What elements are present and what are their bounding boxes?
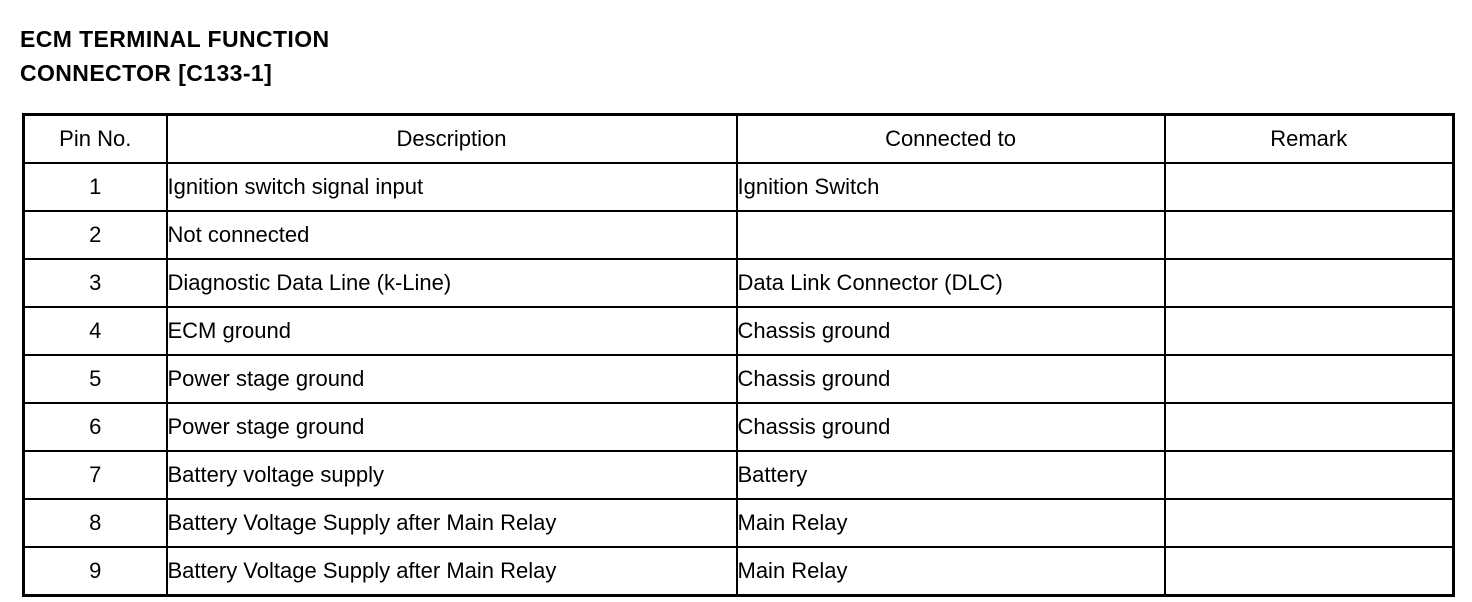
cell-remark: [1163, 402, 1455, 452]
table-header: Pin No. Description Connected to Remark: [22, 113, 1455, 164]
table-row: 3 Diagnostic Data Line (k-Line) Data Lin…: [22, 258, 1455, 308]
cell-remark: [1163, 498, 1455, 548]
cell-remark: [1163, 210, 1455, 260]
cell-description: Battery voltage supply: [165, 450, 738, 500]
cell-pin-no: 4: [22, 306, 168, 356]
cell-description: Diagnostic Data Line (k-Line): [165, 258, 738, 308]
page-title-line-2: CONNECTOR [C133-1]: [20, 60, 273, 86]
cell-connected-to: [735, 210, 1166, 260]
ecm-terminal-table-container: Pin No. Description Connected to Remark …: [22, 113, 1455, 597]
cell-connected-to: Battery: [735, 450, 1166, 500]
page-title: ECM TERMINAL FUNCTION CONNECTOR [C133-1]: [20, 22, 720, 90]
table-row: 4 ECM ground Chassis ground: [22, 306, 1455, 356]
cell-description: Power stage ground: [165, 354, 738, 404]
column-header-description: Description: [165, 113, 738, 164]
table-row: 6 Power stage ground Chassis ground: [22, 402, 1455, 452]
table-row: 8 Battery Voltage Supply after Main Rela…: [22, 498, 1455, 548]
cell-connected-to: Main Relay: [735, 546, 1166, 597]
table-row: 9 Battery Voltage Supply after Main Rela…: [22, 546, 1455, 597]
cell-pin-no: 1: [22, 162, 168, 212]
table-row: 1 Ignition switch signal input Ignition …: [22, 162, 1455, 212]
table-body: 1 Ignition switch signal input Ignition …: [22, 162, 1455, 597]
cell-connected-to: Ignition Switch: [735, 162, 1166, 212]
cell-description: Battery Voltage Supply after Main Relay: [165, 498, 738, 548]
cell-remark: [1163, 258, 1455, 308]
cell-remark: [1163, 162, 1455, 212]
cell-pin-no: 3: [22, 258, 168, 308]
cell-connected-to: Data Link Connector (DLC): [735, 258, 1166, 308]
cell-remark: [1163, 306, 1455, 356]
column-header-remark: Remark: [1163, 113, 1455, 164]
cell-description: ECM ground: [165, 306, 738, 356]
cell-pin-no: 8: [22, 498, 168, 548]
table-row: 2 Not connected: [22, 210, 1455, 260]
table-row: 7 Battery voltage supply Battery: [22, 450, 1455, 500]
table-header-row: Pin No. Description Connected to Remark: [22, 113, 1455, 164]
ecm-terminal-table: Pin No. Description Connected to Remark …: [22, 113, 1455, 597]
cell-description: Power stage ground: [165, 402, 738, 452]
cell-connected-to: Chassis ground: [735, 306, 1166, 356]
cell-pin-no: 2: [22, 210, 168, 260]
cell-remark: [1163, 546, 1455, 597]
column-header-connected-to: Connected to: [735, 113, 1166, 164]
cell-pin-no: 7: [22, 450, 168, 500]
cell-remark: [1163, 450, 1455, 500]
cell-description: Not connected: [165, 210, 738, 260]
cell-pin-no: 9: [22, 546, 168, 597]
cell-pin-no: 6: [22, 402, 168, 452]
column-header-pin-no: Pin No.: [22, 113, 168, 164]
cell-connected-to: Main Relay: [735, 498, 1166, 548]
cell-description: Ignition switch signal input: [165, 162, 738, 212]
cell-remark: [1163, 354, 1455, 404]
table-row: 5 Power stage ground Chassis ground: [22, 354, 1455, 404]
page-title-line-1: ECM TERMINAL FUNCTION: [20, 26, 330, 52]
cell-pin-no: 5: [22, 354, 168, 404]
cell-connected-to: Chassis ground: [735, 354, 1166, 404]
cell-description: Battery Voltage Supply after Main Relay: [165, 546, 738, 597]
cell-connected-to: Chassis ground: [735, 402, 1166, 452]
